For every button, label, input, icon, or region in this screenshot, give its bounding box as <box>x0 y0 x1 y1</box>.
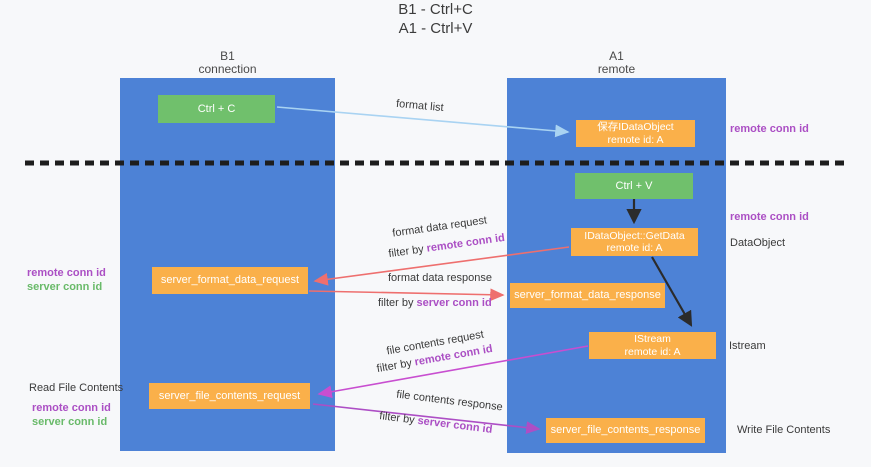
edge-label-file-contents-response: file contents response <box>395 388 504 414</box>
node-save-dataobject-line1: 保存IDataObject <box>597 121 674 133</box>
node-ctrl-c: Ctrl + C <box>158 95 275 123</box>
diagram-title-line1: B1 - Ctrl+C <box>398 1 473 18</box>
filter-by-prefix: filter by <box>378 410 416 427</box>
node-server-format-data-request-label: server_format_data_request <box>160 274 300 287</box>
annotation-write-file-contents: Write File Contents <box>737 424 831 436</box>
annotation-file-remote-conn-id: remote conn id <box>32 402 111 414</box>
annotation-dataobject: DataObject <box>730 237 786 249</box>
lane-b1-subtitle: connection <box>198 62 257 76</box>
annotation-format-server-conn-id: server conn id <box>27 281 103 293</box>
node-idataobject-getdata-line2: remote id: A <box>606 242 663 254</box>
annotation-remote-conn-id-top: remote conn id <box>730 123 809 135</box>
diagram-title-line2: A1 - Ctrl+V <box>398 20 473 37</box>
filter-by-prefix: filter by <box>387 243 425 261</box>
lane-header-a1: A1 remote <box>507 50 726 76</box>
node-server-file-contents-request-label: server_file_contents_request <box>158 389 301 402</box>
lane-header-b1: B1 connection <box>120 50 335 76</box>
lane-b1-title: B1 <box>220 49 235 63</box>
filter-by-prefix: filter by <box>378 297 414 309</box>
filter-by-key: server conn id <box>416 414 493 436</box>
format-data-response-arrow <box>308 288 505 302</box>
filter-by-key: remote conn id <box>425 231 506 255</box>
edge-label-format-list: format list <box>395 97 445 115</box>
node-idataobject-getdata: IDataObject::GetData remote id: A <box>571 228 698 256</box>
lane-a1-subtitle: remote <box>597 62 636 76</box>
annotation-read-file-contents: Read File Contents <box>29 382 124 394</box>
annotation-remote-conn-id-mid: remote conn id <box>730 211 809 223</box>
node-ctrl-c-label: Ctrl + C <box>197 102 236 115</box>
node-server-file-contents-response-label: server_file_contents_response <box>550 424 701 437</box>
filter-by-prefix: filter by <box>375 357 413 376</box>
node-ctrl-v-label: Ctrl + V <box>615 179 653 192</box>
node-istream-line2: remote id: A <box>624 345 681 358</box>
node-server-file-contents-response: server_file_contents_response <box>546 418 705 443</box>
node-save-dataobject-line2: remote id: A <box>607 133 664 146</box>
node-ctrl-v: Ctrl + V <box>575 173 693 199</box>
node-idataobject-getdata-line1: IDataObject::GetData <box>584 229 685 242</box>
node-server-format-data-response-label: server_format_data_response <box>514 289 661 302</box>
diagram-title: B1 - Ctrl+C A1 - Ctrl+V <box>0 0 871 38</box>
node-server-file-contents-request: server_file_contents_request <box>149 383 310 409</box>
annotation-file-server-conn-id: server conn id <box>32 416 108 428</box>
annotation-format-remote-conn-id: remote conn id <box>27 267 106 279</box>
annotation-istream: Istream <box>729 340 766 352</box>
node-server-format-data-response: server_format_data_response <box>510 283 665 308</box>
lane-a1-title: A1 <box>609 49 624 63</box>
node-save-dataobject: 保存IDataObject remote id: A <box>576 120 695 147</box>
node-istream: IStream remote id: A <box>589 332 716 359</box>
edge-label-format-data-response: format data response <box>388 272 492 284</box>
node-server-format-data-request: server_format_data_request <box>152 267 308 294</box>
node-istream-line1: IStream <box>634 333 671 345</box>
filter-by-key: server conn id <box>416 297 492 309</box>
